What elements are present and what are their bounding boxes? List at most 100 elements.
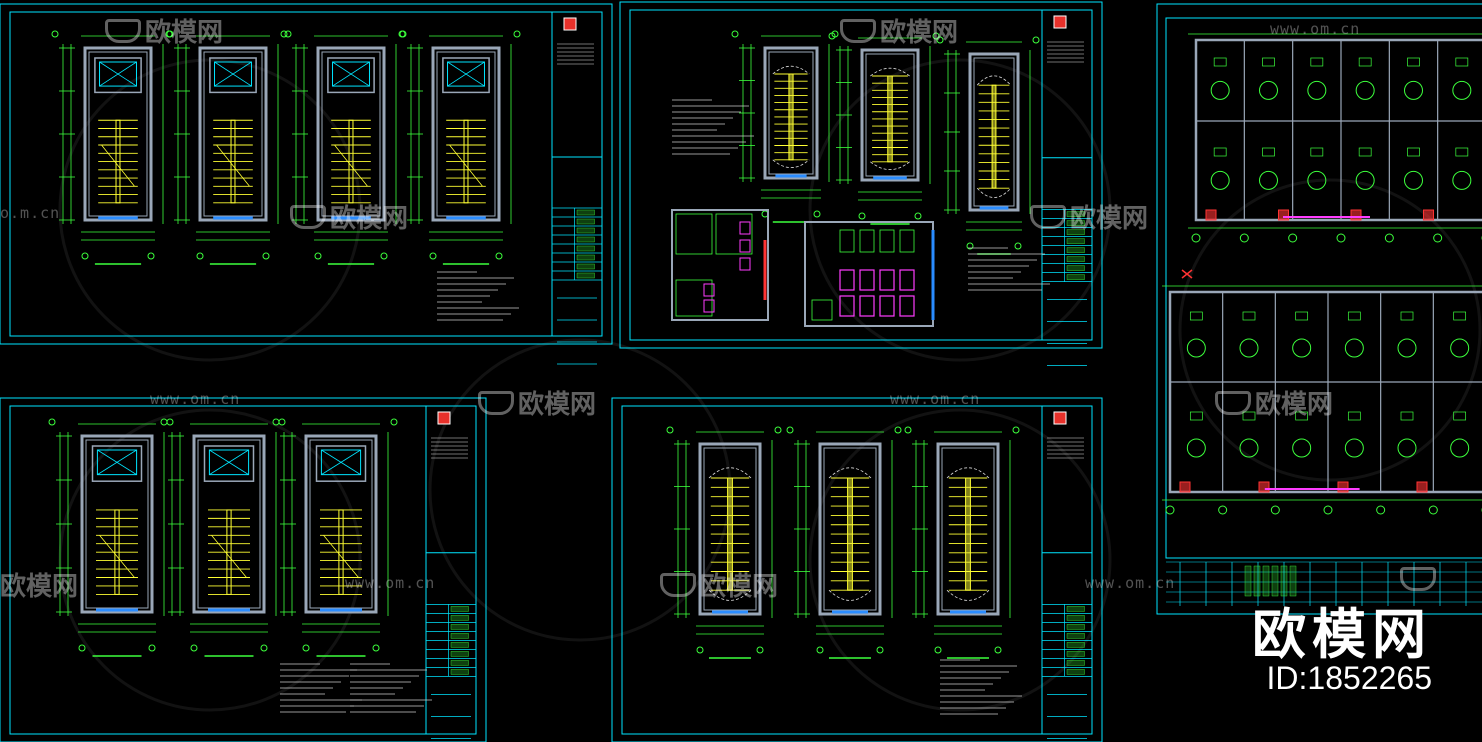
sheet-outer-border <box>619 1 1103 349</box>
title-block-cell-text <box>450 615 469 621</box>
furniture-bed <box>1358 57 1372 67</box>
stair-plan <box>272 418 398 657</box>
stair-direction-arrow <box>101 144 135 187</box>
furniture-bed <box>1347 411 1361 421</box>
stair-handrail <box>230 119 236 204</box>
landing-arc <box>946 467 990 479</box>
title-block-cell-text <box>1066 660 1085 666</box>
toilet-cubicle <box>899 229 915 253</box>
furniture-bed <box>1242 311 1256 321</box>
stair-handrail <box>847 477 853 591</box>
grid-axis-bubble <box>1014 242 1022 250</box>
grid-axis-bubble <box>994 646 1002 654</box>
sheet-stair-plans-bottom-middle <box>611 397 1103 742</box>
furniture-bed <box>1295 411 1309 421</box>
grid-axis-bubble <box>1165 505 1175 515</box>
stair-wall-inner <box>941 447 995 611</box>
stair-plan <box>399 30 521 265</box>
grid-axis-bubble <box>302 644 310 652</box>
elevator-shaft <box>327 57 375 94</box>
stair-wall-inner <box>321 51 381 217</box>
sheet-stair-plans-bottom-left <box>0 397 487 742</box>
grid-axis-bubble <box>666 426 674 434</box>
fire-equipment-mark <box>1337 481 1349 493</box>
stair-plan <box>284 30 406 265</box>
sheet-outer-border <box>0 397 487 742</box>
grid-axis-bubble <box>196 252 204 260</box>
grid-axis-bubble <box>280 30 288 38</box>
stair-direction-arrow <box>216 144 250 187</box>
toilet-wall <box>671 209 769 321</box>
grid-axis-bubble <box>1218 505 1228 515</box>
watermark-ring <box>1178 178 1482 482</box>
grid-axis-bubble <box>260 644 268 652</box>
landing-arc <box>946 589 990 601</box>
stair-wall-inner <box>88 51 148 217</box>
fire-equipment-mark <box>1205 209 1217 221</box>
grid-axis-bubble <box>429 252 437 260</box>
furniture-table <box>1210 170 1230 190</box>
grid-axis-bubble <box>1428 505 1438 515</box>
stair-wall-inner <box>823 447 877 611</box>
fire-equipment-mark <box>1350 209 1362 221</box>
title-block-cell-text <box>1066 606 1085 612</box>
toilet-fixture <box>739 257 751 271</box>
title-block-cell-text <box>1271 565 1279 597</box>
grid-axis-bubble <box>828 32 836 40</box>
title-block-cell-text <box>1244 565 1252 597</box>
stair-plan <box>936 36 1040 255</box>
stair-wall <box>198 46 268 222</box>
furniture-table <box>1397 338 1417 358</box>
furniture-bed <box>1400 311 1414 321</box>
elevator-shaft <box>91 445 143 482</box>
title-block-cell-text <box>1066 633 1085 639</box>
grid-axis-bubble <box>1336 233 1346 243</box>
title-block-cell-text <box>1066 642 1085 648</box>
grid-axis-bubble <box>78 644 86 652</box>
furniture-table <box>1259 170 1278 190</box>
furniture-table <box>1239 338 1259 358</box>
furniture-bed <box>1242 411 1256 421</box>
landing-arc <box>976 75 1012 86</box>
furniture-bed <box>1358 147 1372 157</box>
landing-arc <box>828 589 872 601</box>
title-block-cell-text <box>1262 565 1270 597</box>
stair-handrail <box>727 477 733 591</box>
elevator-car <box>99 61 137 87</box>
title-block-cell-text <box>1280 565 1288 597</box>
titleblock-logo-icon <box>1053 15 1067 29</box>
furniture-table <box>1404 170 1423 190</box>
furniture-table <box>1452 170 1472 190</box>
stair-plan <box>828 32 940 225</box>
furniture-table <box>1292 438 1312 458</box>
stair-plan <box>904 426 1020 659</box>
fire-equipment-mark <box>1423 209 1434 221</box>
fire-equipment-mark <box>1179 481 1191 493</box>
furniture-table <box>1404 80 1423 100</box>
stair-wall-inner <box>197 439 261 609</box>
furniture-bed <box>1189 411 1203 421</box>
sheet-stair-plans-top-left <box>0 3 613 365</box>
stair-plan <box>731 30 839 223</box>
grid-axis-bubble <box>1032 36 1040 44</box>
landing-arc <box>870 67 910 77</box>
fire-equipment-mark <box>1416 481 1428 493</box>
elevator-cross <box>209 449 249 475</box>
watermark-ring <box>428 338 732 642</box>
toilet-fixture <box>899 269 915 291</box>
title-block-cell-text <box>1066 669 1085 675</box>
grid-axis-bubble <box>914 212 922 220</box>
title-block-cell-text <box>1066 651 1085 657</box>
toilet-cubicle <box>675 213 713 255</box>
grid-axis-bubble <box>147 252 155 260</box>
toilet-cubicle <box>675 279 713 317</box>
title-block-cell-text <box>450 633 469 639</box>
toilet-fixture <box>839 295 855 317</box>
grid-axis-bubble <box>934 646 942 654</box>
furniture-bed <box>1262 147 1275 157</box>
toilet-fixture <box>879 269 895 291</box>
stair-wall <box>860 48 920 182</box>
furniture-table <box>1452 80 1472 100</box>
stair-handrail <box>115 119 121 204</box>
